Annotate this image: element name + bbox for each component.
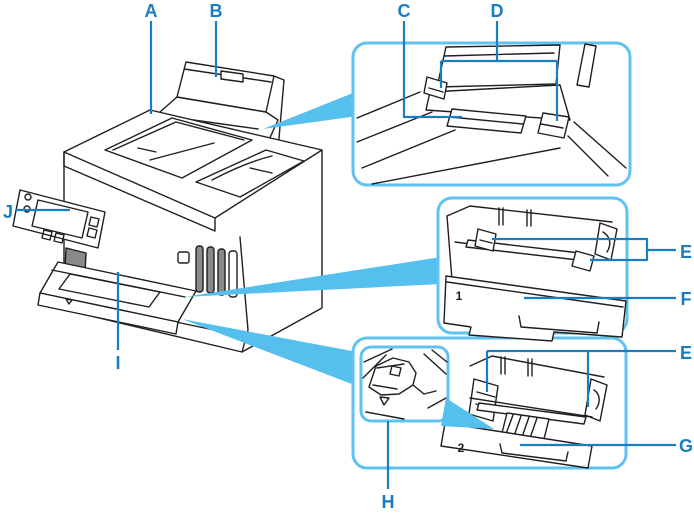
pointer-wedge-cassette-1 [184,257,441,297]
leader-e2 [485,349,676,407]
leader-lines [16,21,676,489]
label-b: B [210,1,223,21]
paper-guide-detail-art [362,348,448,420]
callout-letters: A B C D E F E G H I J [3,1,693,512]
pointer-wedge-cassette-2 [182,319,357,386]
power-button-art [177,251,190,264]
pointer-wedge-guide-detail [441,398,494,429]
label-e-upper: E [680,242,692,262]
ink-level-windows [177,245,238,298]
label-c: C [398,1,411,21]
cassette-2-number: 2 [458,441,465,455]
label-i: I [115,353,120,373]
cassette-1-closeup-art: 1 [443,205,627,342]
label-f: F [681,289,692,309]
pointer-wedge-rear-tray [263,91,358,129]
leader-d [439,21,559,121]
leader-c [402,21,462,119]
label-a: A [145,1,158,21]
label-g: G [679,436,693,456]
cassette-1-number: 1 [456,289,463,303]
label-j: J [3,202,13,222]
label-h: H [382,492,395,512]
cassette-2-closeup-art: 2 [440,355,608,469]
leader-e1 [492,237,676,262]
printer-illustration [12,61,323,353]
label-d: D [491,1,504,21]
label-e-lower: E [680,343,692,363]
adf-cover-art [104,117,305,198]
